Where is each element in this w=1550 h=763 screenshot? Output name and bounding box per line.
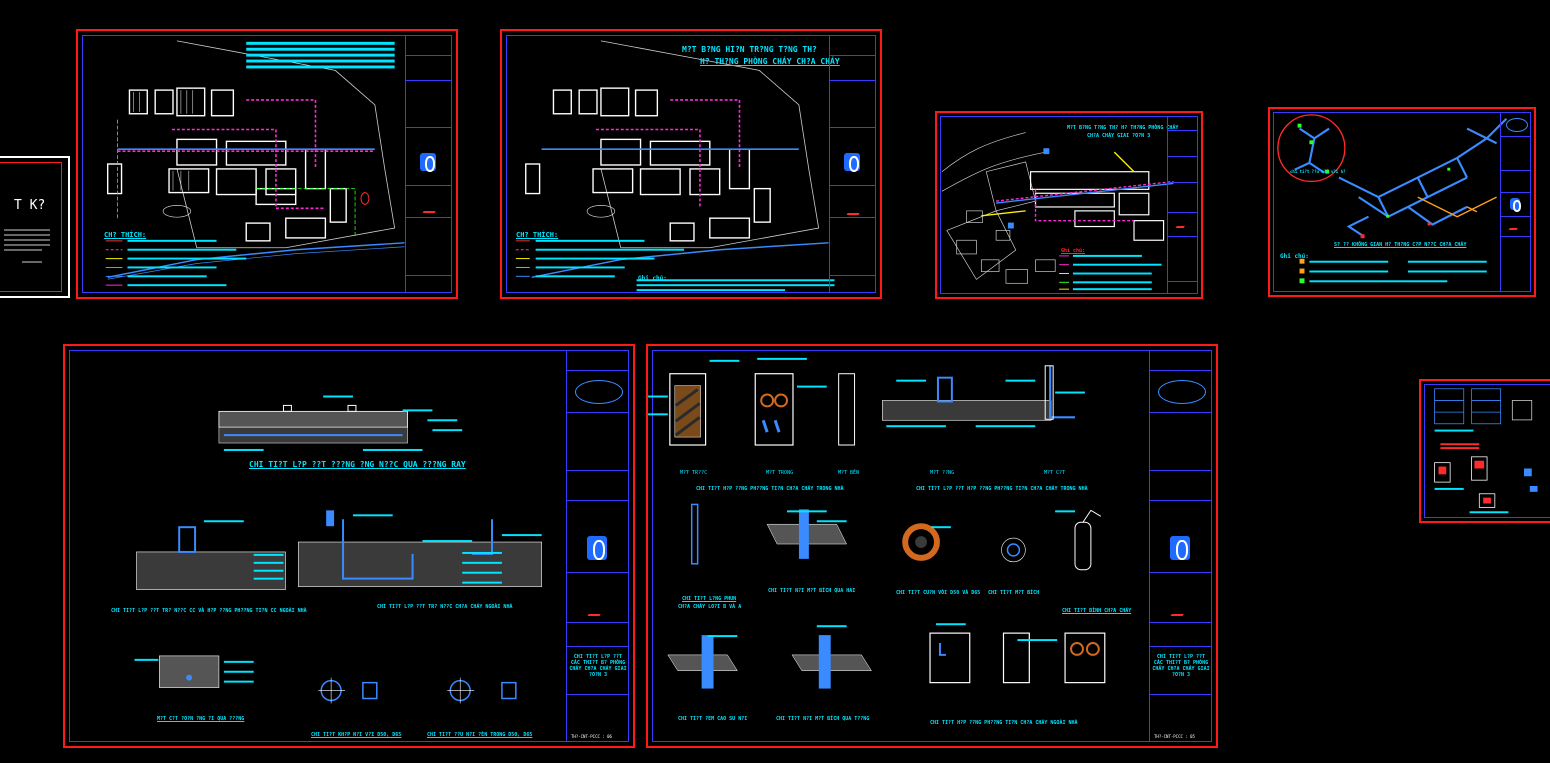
label-elevation: M?T ??NG xyxy=(930,470,955,476)
detail-outdoor-cabinet: CHI TI?T H?P ??NG PH??NG TI?N CH?A CHÁY … xyxy=(930,720,1078,726)
detail-nozzle-type: CH?A CHÁY LO?I B VÀ A xyxy=(678,604,742,610)
detail-nozzle: CHI TI?T L?NG PHUN xyxy=(682,596,737,602)
site-plan-drawing xyxy=(105,40,405,287)
company-logo xyxy=(1506,118,1528,132)
current-plan-drawing xyxy=(515,40,835,292)
current-plan-title-2: H? TH?NG PHÒNG CHÁY CH?A CHÁY xyxy=(700,57,840,66)
cover-text-lines xyxy=(4,229,50,263)
detail-flange-joint: CHI TI?T N?I M?T BÍCH QUA HAI xyxy=(768,588,856,594)
title-block xyxy=(1167,116,1198,294)
drawing-sheet-small-details[interactable] xyxy=(1419,379,1550,523)
label-side-view: M?T BÊN xyxy=(838,470,860,476)
drawing-sheet-site-plan[interactable]: CH? THÍCH: xyxy=(76,29,458,299)
detail-coupling: CHI TI?T KH?P N?I V?I D50, D65 xyxy=(311,732,402,738)
isometric-title: S? ?? KHÔNG GIAN H? TH?NG C?P N??C CH?A … xyxy=(1334,242,1467,248)
circle-caption: chi ti?t ??u n?i v?i h? xyxy=(1290,169,1346,174)
signature xyxy=(846,203,866,215)
label-inside-view: M?T TRONG xyxy=(766,470,794,476)
company-logo xyxy=(844,153,860,172)
title-block: CHI TI?T L?P ??T CÁC THI?T B? PHÒNG CHÁY… xyxy=(566,350,629,742)
isometric-pipe-diagram xyxy=(1277,114,1508,284)
detail-extinguisher: CHI TI?T BÌNH CH?A CHÁY xyxy=(1062,608,1132,614)
cover-title-text: T K? xyxy=(14,198,46,213)
drawing-sheet-current-plan[interactable]: M?T B?NG HI?N TR?NG T?NG TH? H? TH?NG PH… xyxy=(500,29,882,299)
drawing-sheet-isometric[interactable]: chi ti?t ??u n?i v?i h? S? ?? KHÔNG GIAN… xyxy=(1268,107,1536,297)
company-emblem xyxy=(1510,198,1521,212)
detail-road-crossing: M?T C?T ?O?N ?NG ?I QUA ???NG xyxy=(157,716,245,722)
signature xyxy=(1508,222,1522,230)
detail-drawings xyxy=(134,395,542,704)
small-detail-drawings xyxy=(1434,388,1538,514)
detail-hydrant-box: CHI TI?T L?P ??T TR? N??C CC VÀ H?P ??NG… xyxy=(111,608,307,614)
detail-hose-reel: CHI TI?T CU?N VÒI D50 VÀ D65 xyxy=(896,590,981,596)
title-block: CHI TI?T L?P ??T CÁC THI?T B? PHÒNG CHÁY… xyxy=(1149,350,1212,742)
signature xyxy=(1170,604,1190,616)
title-block xyxy=(405,35,452,293)
company-logo xyxy=(420,153,436,172)
signature xyxy=(1175,220,1189,228)
drawing-sheet-details-outdoor[interactable]: CHI TI?T L?P ??T ???NG ?NG N??C QUA ???N… xyxy=(63,344,635,748)
phase3-plan-drawing xyxy=(941,132,1174,291)
detail-railway-crossing: CHI TI?T L?P ??T ???NG ?NG N??C QUA ???N… xyxy=(249,460,466,469)
company-emblem xyxy=(1170,536,1190,560)
title-block-drawing-title: CHI TI?T L?P ??T CÁC THI?T B? PHÒNG CHÁY… xyxy=(569,654,627,678)
drawing-sheet-details-indoor[interactable]: M?T TR??C M?T TRONG M?T BÊN CHI TI?T H?P… xyxy=(646,344,1218,748)
signature xyxy=(422,201,442,213)
drawing-sheet-cover[interactable]: T K? xyxy=(0,156,70,298)
detail-outdoor-hydrant: CHI TI?T L?P ??T TR? N??C CH?A CHÁY NGOÀ… xyxy=(377,604,513,610)
title-block-code: TH?-CNT-PCCC : 06 xyxy=(571,734,612,739)
label-section: M?T C?T xyxy=(1044,470,1066,476)
detail-indoor-cabinet-install: CHI TI?T L?P ??T H?P ??NG PH??NG TI?N CH… xyxy=(916,486,1088,492)
legend-title: Ghi chú: xyxy=(1061,248,1086,254)
company-emblem xyxy=(587,536,607,560)
company-logo xyxy=(1158,380,1206,404)
signature xyxy=(587,604,607,616)
detail-flange: CHI TI?T M?T BÍCH xyxy=(988,590,1040,596)
phase3-title-1: M?T B?NG T?NG TH? H? TH?NG PHÒNG CHÁY xyxy=(1067,125,1179,131)
title-block xyxy=(1500,112,1531,292)
company-logo xyxy=(575,380,623,404)
title-block-drawing-title: CHI TI?T L?P ??T CÁC THI?T B? PHÒNG CHÁY… xyxy=(1152,654,1210,678)
detail-indoor-cabinet: CHI TI?T H?P ??NG PH??NG TI?N CH?A CHÁY … xyxy=(696,486,844,492)
notes-title: Ghi chú: xyxy=(638,275,667,282)
drawing-sheet-phase3-plan[interactable]: M?T B?NG T?NG TH? H? TH?NG PHÒNG CHÁY CH… xyxy=(935,111,1203,299)
detail-wall-flange: CHI TI?T N?I M?T BÍCH QUA T??NG xyxy=(776,716,870,722)
phase3-title-2: CH?A CHÁY GIAI ?O?N 3 xyxy=(1087,133,1151,139)
detail-rubber-gasket: CHI TI?T ?EM CAO SU N?I xyxy=(678,716,748,722)
title-block xyxy=(829,35,876,293)
legend-title: CH? THÍCH: xyxy=(516,231,559,239)
legend-title: CH? THÍCH: xyxy=(104,231,147,239)
legend-title: Ghi chú: xyxy=(1280,253,1309,260)
title-block-code: TH?-CNT-PCCC : 05 xyxy=(1154,734,1195,739)
current-plan-title-1: M?T B?NG HI?N TR?NG T?NG TH? xyxy=(682,45,817,54)
label-front-view: M?T TR??C xyxy=(680,470,708,476)
detail-drawings xyxy=(648,357,1106,689)
detail-connector: CHI TI?T ??U N?I ?ÈN TRONG D50, D65 xyxy=(427,732,533,738)
